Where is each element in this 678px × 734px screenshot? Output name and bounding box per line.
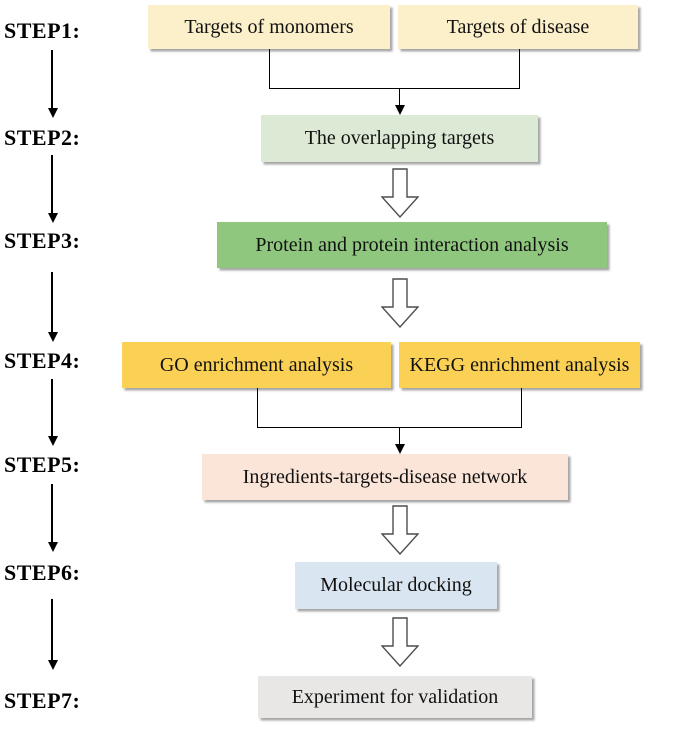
experiment-validation-box: Experiment for validation [258,676,532,718]
step1-label: STEP1: [4,18,81,43]
step6-label: STEP6: [4,560,81,585]
kegg-enrichment-box: KEGG enrichment analysis [399,342,640,388]
go-enrichment-box: GO enrichment analysis [122,342,391,388]
step5-label: STEP5: [4,452,81,477]
merge-arrow-1-icon [395,88,405,115]
targets-of-monomers-box: Targets of monomers [148,5,390,49]
overlapping-targets-box: The overlapping targets [261,115,538,162]
block-down-arrow-6-icon [381,617,419,667]
ingredients-targets-disease-network-box: Ingredients-targets-disease network [202,454,568,500]
merge-connector-1 [269,49,520,89]
targets-of-disease-box: Targets of disease [398,5,638,49]
merge-connector-2 [257,388,522,428]
merge-arrow-2-icon [395,427,405,454]
step6-to-step7-arrow-icon [48,599,58,670]
step3-to-step4-arrow-icon [48,272,58,342]
block-down-arrow-5-icon [381,505,419,555]
step2-to-step3-arrow-icon [48,155,58,223]
block-down-arrow-3-icon [381,278,419,328]
step5-to-step6-arrow-icon [48,484,58,552]
step3-label: STEP3: [4,228,81,253]
molecular-docking-box: Molecular docking [295,562,497,609]
step4-label: STEP4: [4,348,81,373]
step4-to-step5-arrow-icon [48,379,58,446]
step7-label: STEP7: [4,688,81,713]
block-down-arrow-2-icon [381,168,419,218]
step1-to-step2-arrow-icon [48,50,58,118]
ppi-analysis-box: Protein and protein interaction analysis [217,222,607,268]
step2-label: STEP2: [4,125,81,150]
